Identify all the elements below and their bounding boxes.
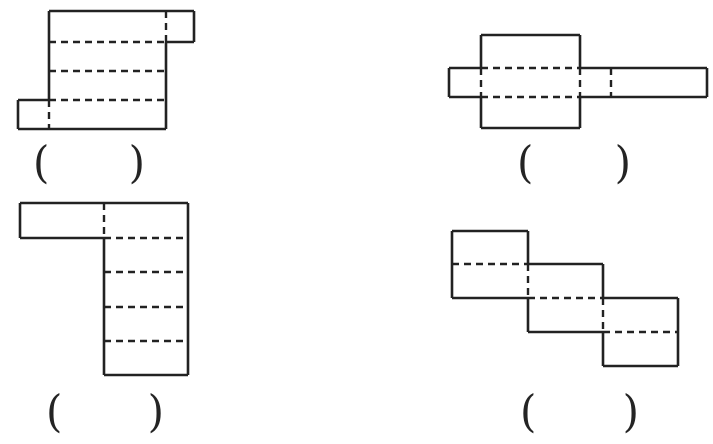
net-bottom-right <box>450 229 680 368</box>
answer-blank-top-left: ( ) <box>33 139 145 187</box>
net-top-right <box>447 33 709 130</box>
net-bottom-left <box>18 201 190 377</box>
open-paren: ( <box>33 136 50 189</box>
close-paren: ) <box>128 136 145 189</box>
answer-blank-top-right: ( ) <box>517 139 631 187</box>
net-top-left <box>16 9 196 131</box>
answer-blank-bottom-right: ( ) <box>520 388 639 436</box>
close-paren: ) <box>147 385 164 438</box>
close-paren: ) <box>622 385 639 438</box>
close-paren: ) <box>614 136 631 189</box>
answer-blank-bottom-left: ( ) <box>46 388 164 436</box>
open-paren: ( <box>520 385 537 438</box>
open-paren: ( <box>517 136 534 189</box>
open-paren: ( <box>46 385 63 438</box>
